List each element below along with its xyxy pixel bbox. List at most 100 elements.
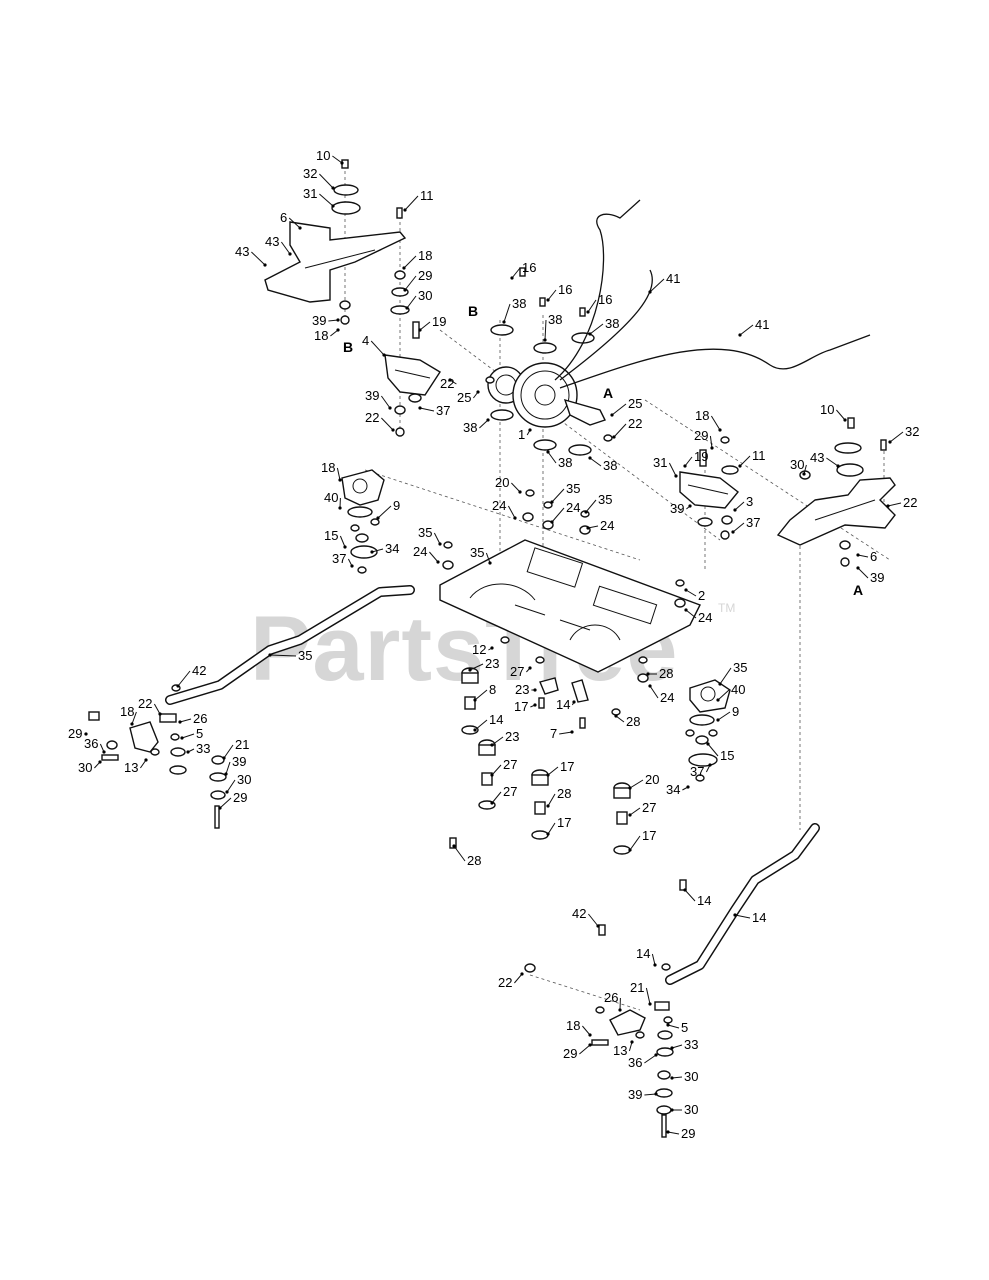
right-bracket-assembly	[644, 399, 896, 830]
leader-arrowhead	[340, 161, 344, 165]
part-callout: 6	[870, 549, 877, 564]
leader-arrowhead	[376, 516, 380, 520]
leader-arrowhead	[436, 560, 440, 564]
leader-line	[381, 417, 394, 431]
leader-arrowhead	[546, 298, 550, 302]
leader-line	[649, 278, 665, 293]
leader-line	[644, 1054, 657, 1064]
leader-arrowhead	[628, 786, 632, 790]
part-callout: 13	[124, 760, 138, 775]
part-callout: 34	[666, 782, 680, 797]
part-callout: 9	[393, 498, 400, 513]
leader-arrowhead	[546, 450, 550, 454]
leader-line	[615, 715, 625, 723]
part-callout: 33	[196, 741, 210, 756]
leader-line	[629, 807, 641, 816]
part-callout: 29	[681, 1126, 695, 1141]
part-callout: 11	[420, 188, 434, 203]
leader-line	[251, 251, 266, 266]
leader-line	[404, 195, 419, 211]
leader-arrowhead	[84, 732, 88, 736]
leader-arrowhead	[630, 1040, 634, 1044]
leader-line	[589, 457, 602, 467]
part-callout: 14	[752, 910, 766, 925]
part-callout: 40	[324, 490, 338, 505]
leader-line	[433, 532, 441, 545]
leader-line	[474, 689, 488, 701]
leader-line	[671, 1076, 683, 1079]
leader-line	[503, 303, 511, 323]
leader-arrowhead	[716, 718, 720, 722]
part-callout: 35	[298, 648, 312, 663]
left-bracket-assembly	[264, 159, 441, 437]
part-callout: 32	[303, 166, 317, 181]
leader-line	[732, 522, 745, 533]
leader-arrowhead	[158, 712, 162, 716]
leader-arrowhead	[331, 204, 335, 208]
leader-arrowhead	[610, 413, 614, 417]
leader-arrowhead	[520, 972, 524, 976]
part-callout: 39	[628, 1087, 642, 1102]
part-callout: 30	[418, 288, 432, 303]
leader-line	[181, 733, 195, 739]
part-callout: 43	[810, 450, 824, 465]
leader-arrowhead	[570, 730, 574, 734]
leader-line	[511, 482, 521, 493]
part-callout: 35	[566, 481, 580, 496]
part-callout: 31	[303, 186, 317, 201]
leader-line	[474, 719, 488, 731]
leader-line	[547, 289, 557, 301]
leader-arrowhead	[654, 1053, 658, 1057]
leader-line	[684, 456, 693, 467]
part-callout: 39	[670, 501, 684, 516]
leader-line	[223, 744, 234, 759]
part-callout: 8	[489, 682, 496, 697]
leader-line	[544, 319, 547, 341]
leader-arrowhead	[588, 456, 592, 460]
leader-arrowhead	[618, 1008, 622, 1012]
leader-arrowhead	[405, 306, 409, 310]
leader-arrowhead	[533, 688, 537, 692]
leader-line	[739, 455, 751, 467]
leader-line	[453, 845, 466, 862]
leader-arrowhead	[738, 333, 742, 337]
part-callout: 14	[636, 946, 650, 961]
leader-line	[734, 914, 751, 919]
leader-arrowhead	[513, 516, 517, 520]
part-callout: 22	[903, 495, 917, 510]
leader-arrowhead	[738, 464, 742, 468]
left-control-rod	[88, 585, 415, 829]
part-callout: 36	[84, 736, 98, 751]
part-callout: 43	[235, 244, 249, 259]
leader-line	[332, 155, 343, 164]
leader-arrowhead	[338, 478, 342, 482]
view-letter: B	[343, 339, 353, 355]
part-callout: 24	[492, 498, 506, 513]
leader-arrowhead	[612, 435, 616, 439]
part-callout: 39	[365, 388, 379, 403]
leader-line	[336, 467, 341, 481]
part-callout: 30	[684, 1102, 698, 1117]
leader-arrowhead	[502, 320, 506, 324]
center-plate-assembly	[341, 469, 701, 683]
part-callout: 18	[566, 1018, 580, 1033]
leader-arrowhead	[674, 474, 678, 478]
leader-arrowhead	[546, 832, 550, 836]
part-callout: 22	[498, 975, 512, 990]
leader-line	[139, 759, 147, 769]
part-callout: 29	[418, 268, 432, 283]
leader-line	[579, 1044, 591, 1055]
leader-arrowhead	[688, 504, 692, 508]
part-callout: 32	[905, 424, 919, 439]
leader-line	[587, 299, 597, 313]
leader-line	[651, 953, 656, 966]
leader-line	[551, 488, 565, 503]
part-callout: 2	[698, 588, 705, 603]
leader-line	[649, 685, 659, 699]
leader-arrowhead	[518, 490, 522, 494]
leader-line	[826, 457, 839, 467]
leader-arrowhead	[98, 760, 102, 764]
part-callout: 1	[518, 427, 525, 442]
leader-line	[330, 329, 339, 337]
